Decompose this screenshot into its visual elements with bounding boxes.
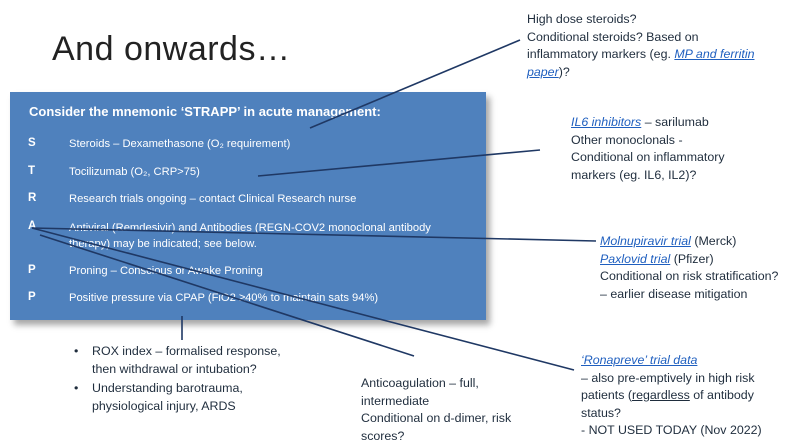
note-line: Conditional steroids? Based on	[527, 29, 797, 47]
note-line: status?	[581, 405, 801, 423]
note-text: (Pfizer)	[670, 252, 713, 266]
row-text: Tocilizumab (O₂, CRP>75)	[69, 165, 474, 180]
note-il6: IL6 inhibitors – sarilumab Other monoclo…	[571, 114, 796, 184]
note-line: Conditional on inflammatory	[571, 149, 796, 167]
note-line: Conditional on d-dimer, risk	[361, 410, 561, 428]
note-text: of antibody	[690, 388, 754, 402]
note-antiviral: Molnupiravir trial (Merck) Paxlovid tria…	[600, 233, 800, 303]
bullet-item: Understanding barotrauma, physiological …	[72, 380, 287, 415]
row-text: Research trials ongoing – contact Clinic…	[69, 192, 474, 207]
note-line: scores?	[361, 428, 561, 445]
bullet-item: ROX index – formalised response, then wi…	[72, 343, 287, 378]
note-line: – also pre-emptively in high risk	[581, 370, 801, 388]
note-line: – earlier disease mitigation	[600, 286, 800, 304]
rox-bullet-list: ROX index – formalised response, then wi…	[72, 343, 287, 415]
row-letter: P	[28, 264, 36, 276]
paxlovid-trial-link[interactable]: Paxlovid trial	[600, 252, 670, 266]
row-p1: P Proning – Conscious or Awake Proning	[10, 264, 486, 282]
il6-inhibitors-link[interactable]: IL6 inhibitors	[571, 115, 641, 129]
note-line: Anticoagulation – full,	[361, 375, 561, 393]
note-text: – sarilumab	[641, 115, 709, 129]
note-line: Molnupiravir trial (Merck)	[600, 233, 800, 251]
row-t: T Tocilizumab (O₂, CRP>75)	[10, 165, 486, 183]
note-text: (Merck)	[691, 234, 736, 248]
row-text: Steroids – Dexamethasone (O₂ requirement…	[69, 137, 474, 152]
row-text: Positive pressure via CPAP (FiO2 ≥40% to…	[69, 291, 474, 306]
row-letter: T	[28, 165, 35, 177]
note-underlined-text: regardless	[632, 388, 690, 402]
note-line: ‘Ronapreve’ trial data	[581, 352, 801, 370]
row-letter: A	[28, 220, 36, 232]
note-line: IL6 inhibitors – sarilumab	[571, 114, 796, 132]
note-line: markers (eg. IL6, IL2)?	[571, 167, 796, 185]
note-line: Paxlovid trial (Pfizer)	[600, 251, 800, 269]
strapp-panel: Consider the mnemonic ‘STRAPP’ in acute …	[10, 92, 486, 320]
row-letter: P	[28, 291, 36, 303]
note-steroids: High dose steroids? Conditional steroids…	[527, 11, 797, 81]
slide-title: And onwards…	[52, 30, 290, 69]
note-line: - NOT USED TODAY (Nov 2022)	[581, 422, 801, 440]
note-anticoagulation: Anticoagulation – full, intermediate Con…	[361, 375, 561, 445]
note-ronapreve: ‘Ronapreve’ trial data – also pre-emptiv…	[581, 352, 801, 440]
row-a: A Antiviral (Remdesivir) and Antibodies …	[10, 220, 486, 254]
panel-heading: Consider the mnemonic ‘STRAPP’ in acute …	[29, 104, 381, 119]
note-line: Conditional on risk stratification?	[600, 268, 800, 286]
note-line: patients (regardless of antibody	[581, 387, 801, 405]
row-letter: R	[28, 192, 36, 204]
row-text: Antiviral (Remdesivir) and Antibodies (R…	[69, 220, 474, 252]
note-line: Other monoclonals -	[571, 132, 796, 150]
note-line: intermediate	[361, 393, 561, 411]
row-r: R Research trials ongoing – contact Clin…	[10, 192, 486, 210]
note-text: inflammatory markers (eg.	[527, 47, 674, 61]
ronapreve-trial-link[interactable]: ‘Ronapreve’ trial data	[581, 353, 697, 367]
row-s: S Steroids – Dexamethasone (O₂ requireme…	[10, 137, 486, 155]
note-line: High dose steroids?	[527, 11, 797, 29]
row-text: Proning – Conscious or Awake Proning	[69, 264, 474, 279]
row-letter: S	[28, 137, 36, 149]
note-text: patients (	[581, 388, 632, 402]
note-line: inflammatory markers (eg. MP and ferriti…	[527, 46, 797, 81]
molnupiravir-trial-link[interactable]: Molnupiravir trial	[600, 234, 691, 248]
row-p2: P Positive pressure via CPAP (FiO2 ≥40% …	[10, 291, 486, 309]
note-rox: ROX index – formalised response, then wi…	[72, 343, 287, 415]
note-text: )?	[559, 65, 570, 79]
